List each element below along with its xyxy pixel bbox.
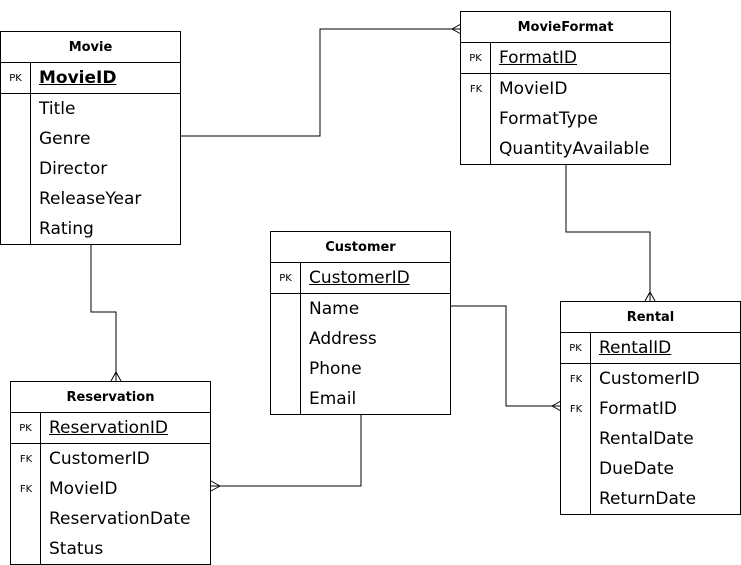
key-label: PK <box>561 333 591 363</box>
relationship-customer-reservation <box>211 411 362 487</box>
attribute-name: QuantityAvailable <box>499 139 650 159</box>
attribute-row: Director <box>1 154 180 184</box>
attribute-row: Address <box>271 324 450 354</box>
attribute-row: Title <box>1 94 180 124</box>
attribute-name: ReturnDate <box>599 489 697 509</box>
attribute-row: DueDate <box>561 454 740 484</box>
attribute-row: Name <box>271 294 450 324</box>
relationship-movie-reservation <box>90 241 117 381</box>
attribute-row: Status <box>11 534 210 564</box>
attribute-row: ReturnDate <box>561 484 740 514</box>
relationship-customer-rental <box>451 305 561 407</box>
attribute-name: Email <box>309 389 357 409</box>
attribute-row: Rating <box>1 214 180 244</box>
key-label: PK <box>461 43 491 73</box>
primary-key-attribute: ReservationID <box>49 418 168 438</box>
attribute-name: Status <box>49 539 104 559</box>
attribute-name: Director <box>39 159 108 179</box>
attribute-name: Genre <box>39 129 91 149</box>
crowsfoot-reservation-right-end <box>210 480 221 492</box>
attribute-name: FormatType <box>499 109 598 129</box>
primary-key-attribute: MovieID <box>39 68 117 88</box>
attribute-list: Name Address Phone Email <box>271 294 450 414</box>
entity-title: Rental <box>561 302 740 333</box>
key-label: PK <box>11 413 41 443</box>
primary-key-row: PK MovieID <box>1 63 180 94</box>
attribute-row: FormatType <box>461 104 670 134</box>
primary-key-row: PK FormatID <box>461 43 670 74</box>
key-label: PK <box>1 63 31 93</box>
attribute-name: DueDate <box>599 459 674 479</box>
entity-title: MovieFormat <box>461 12 670 43</box>
attribute-row: ReleaseYear <box>1 184 180 214</box>
attribute-name: CustomerID <box>599 369 700 389</box>
entity-customer[interactable]: Customer PK CustomerID Name Address Phon… <box>270 231 451 415</box>
entity-title: Customer <box>271 232 450 263</box>
crowsfoot-reservation-end <box>110 371 122 382</box>
attribute-name: Rating <box>39 219 94 239</box>
attribute-row: QuantityAvailable <box>461 134 670 164</box>
attribute-name: MovieID <box>49 479 118 499</box>
attribute-name: Name <box>309 299 360 319</box>
relationship-movieformat-rental <box>565 162 651 301</box>
relationship-movie-movieformat <box>181 28 461 137</box>
attribute-name: Phone <box>309 359 362 379</box>
attribute-name: ReleaseYear <box>39 189 142 209</box>
entity-title: Movie <box>1 32 180 63</box>
attribute-name: Address <box>309 329 377 349</box>
attribute-row: Email <box>271 384 450 414</box>
primary-key-row: PK RentalID <box>561 333 740 364</box>
attribute-name: Title <box>39 99 76 119</box>
entity-title: Reservation <box>11 382 210 413</box>
attribute-name: FormatID <box>599 399 678 419</box>
primary-key-row: PK CustomerID <box>271 263 450 294</box>
primary-key-attribute: CustomerID <box>309 268 410 288</box>
primary-key-row: PK ReservationID <box>11 413 210 444</box>
primary-key-attribute: FormatID <box>499 48 578 68</box>
crowsfoot-rental-left-end <box>551 400 562 412</box>
attribute-name: RentalDate <box>599 429 694 449</box>
crowsfoot-rental-top-end <box>644 291 656 302</box>
attribute-name: CustomerID <box>49 449 150 469</box>
attribute-row: Phone <box>271 354 450 384</box>
attribute-name: ReservationDate <box>49 509 191 529</box>
key-label: PK <box>271 263 301 293</box>
attribute-name: MovieID <box>499 79 568 99</box>
attribute-row: Genre <box>1 124 180 154</box>
entity-movie[interactable]: Movie PK MovieID Title Genre Director Re… <box>0 31 181 245</box>
attribute-list: Title Genre Director ReleaseYear Rating <box>1 94 180 244</box>
attribute-row: RentalDate <box>561 424 740 454</box>
crowsfoot-movieformat-end <box>451 23 462 35</box>
primary-key-attribute: RentalID <box>599 338 672 358</box>
attribute-row: ReservationDate <box>11 504 210 534</box>
